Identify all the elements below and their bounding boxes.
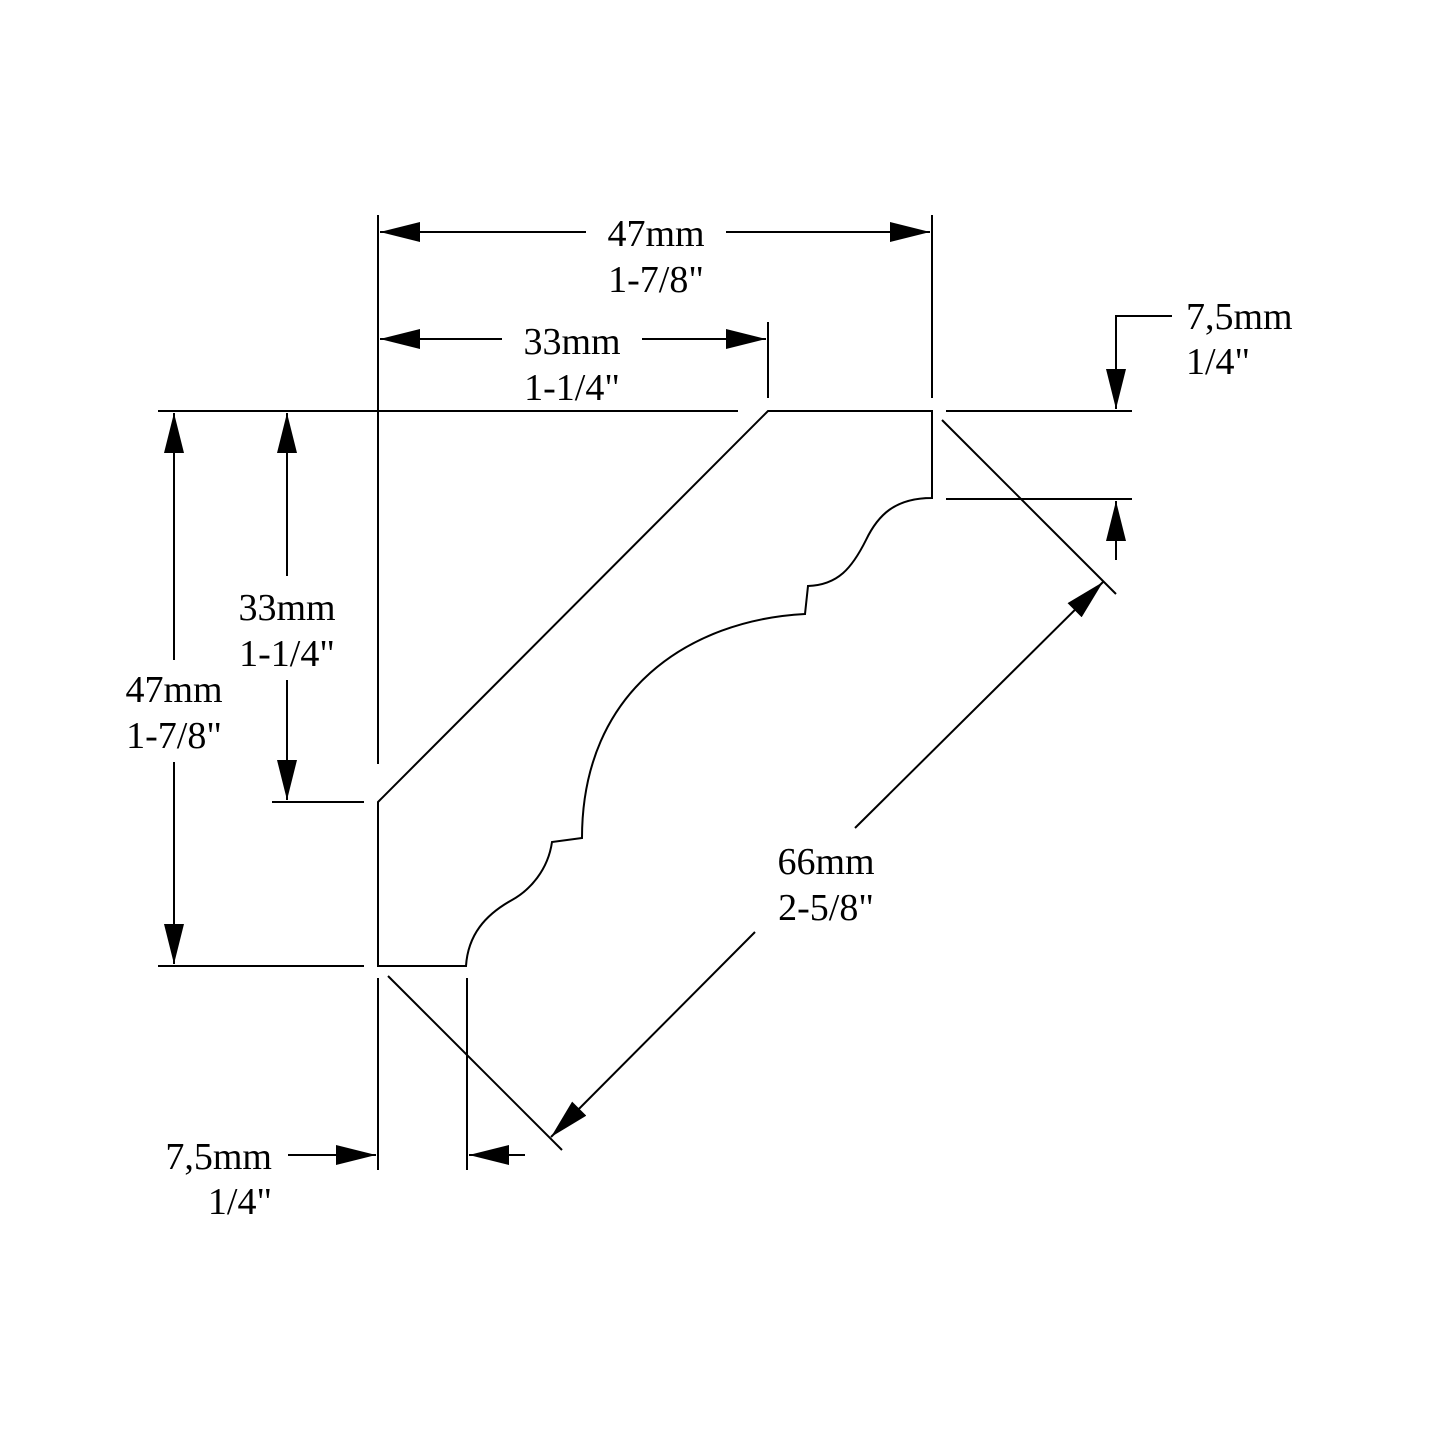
top-inner-width-imperial: 1-1/4": [524, 367, 620, 409]
left-overall-height-metric: 47mm: [125, 669, 222, 711]
left-inner-height-imperial: 1-1/4": [239, 633, 335, 675]
molding-profile-outline: [377, 410, 933, 967]
right-edge-metric: 7,5mm: [1186, 296, 1293, 338]
top-overall-width-metric: 47mm: [607, 213, 704, 255]
diagonal-depth-imperial: 2-5/8": [778, 887, 874, 929]
lower-diagonal-extension-line: [387, 975, 563, 1151]
diagonal-dim-lower-line: [550, 931, 756, 1138]
left-overall-height-imperial: 1-7/8": [126, 715, 222, 757]
top-inner-width-metric: 33mm: [523, 321, 620, 363]
upper-diagonal-extension-line: [941, 419, 1117, 595]
diagonal-depth-metric: 66mm: [777, 841, 874, 883]
left-inner-height-metric: 33mm: [238, 587, 335, 629]
top-overall-width-imperial: 1-7/8": [608, 259, 704, 301]
diagonal-dim-upper-line: [854, 581, 1104, 829]
right-edge-imperial: 1/4": [1186, 341, 1250, 383]
right-edge-dim-leader-top: [1106, 315, 1172, 409]
bottom-edge-metric: 7,5mm: [165, 1136, 272, 1178]
bottom-edge-imperial: 1/4": [208, 1181, 272, 1223]
